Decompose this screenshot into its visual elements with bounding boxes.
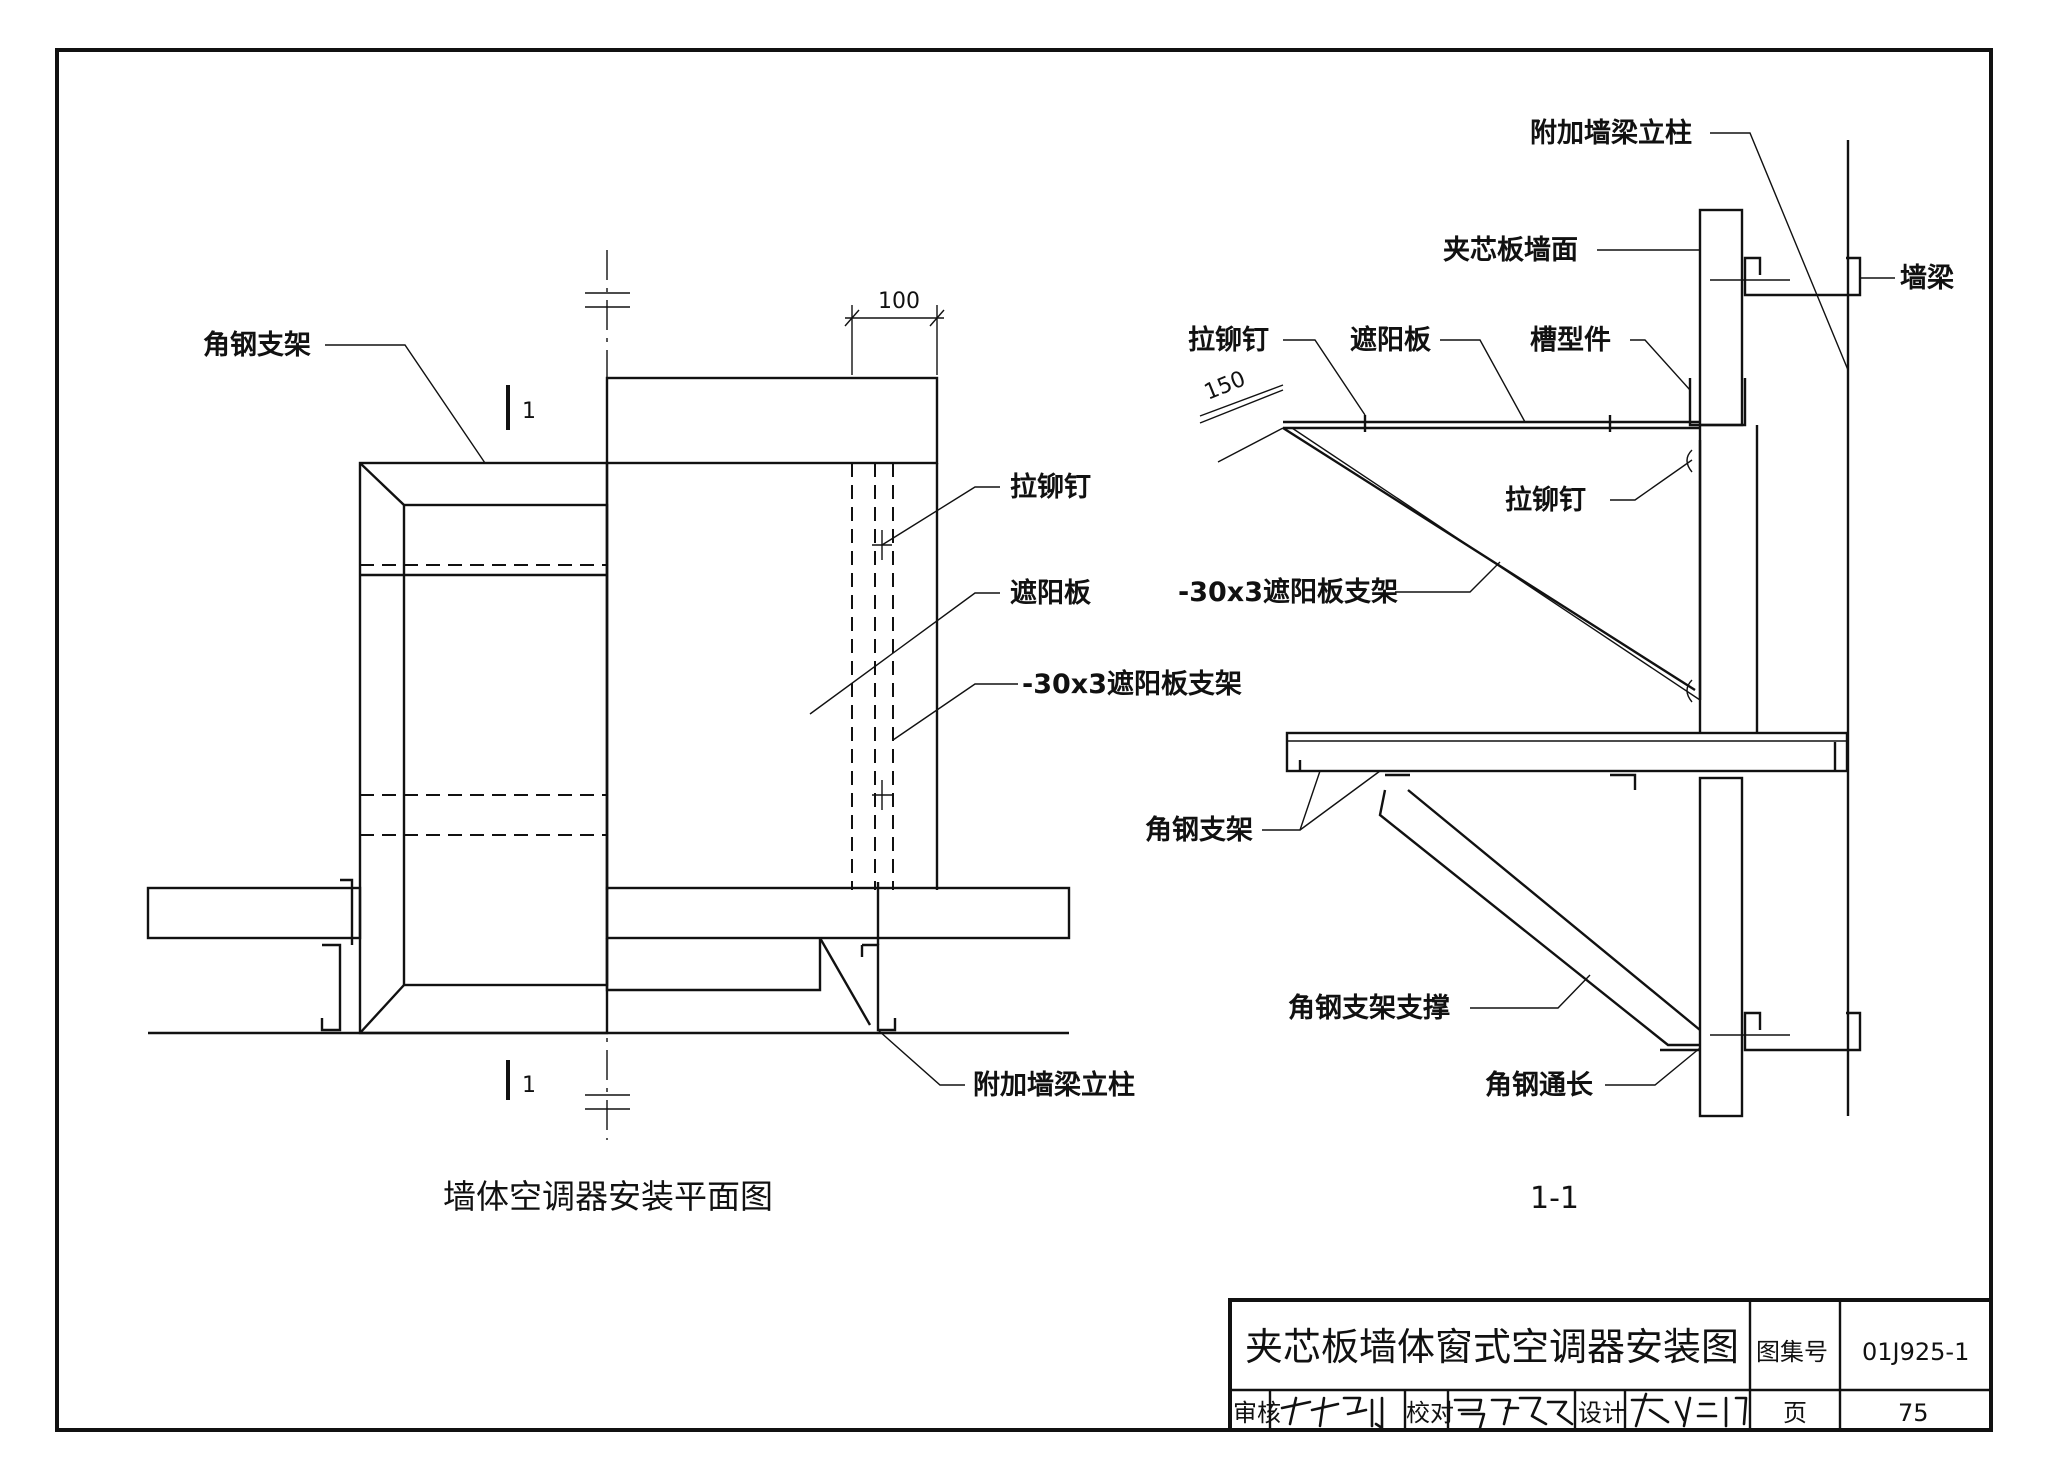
angle-bracket-frame	[358, 461, 609, 1035]
leader-extra-post-section	[1710, 132, 1849, 371]
sheet-border	[55, 48, 1993, 1432]
section-mark-top: 1	[506, 385, 536, 430]
leader-rivet-mid	[1610, 459, 1693, 501]
angle-bracket-brace	[1378, 789, 1700, 1047]
leader-angle-full	[1605, 1047, 1701, 1086]
checker-signature	[1453, 1396, 1574, 1430]
angle-bracket-platform	[1285, 731, 1849, 773]
leader-sunshade-section	[1440, 339, 1526, 423]
label-angle-full: 角钢通长	[1485, 1069, 1594, 1101]
label-rivet: 拉铆钉	[1010, 471, 1091, 503]
leader-sunshade-bracket	[892, 683, 1018, 741]
plan-view-title: 墙体空调器安装平面图	[443, 1177, 773, 1216]
label-sandwich-wall: 夹芯板墙面	[1443, 235, 1578, 266]
label-rivet-mid: 拉铆钉	[1505, 484, 1586, 516]
label-wall-beam: 墙梁	[1900, 263, 1954, 294]
label-sunshade-section: 遮阳板	[1350, 324, 1431, 356]
svg-text:100: 100	[878, 289, 920, 314]
leader-angle-bracket	[325, 344, 486, 464]
leader-sunshade	[809, 592, 1000, 715]
label-rivet-top: 拉铆钉	[1188, 324, 1269, 356]
leader-rivet-top	[1283, 339, 1366, 416]
review-label: 审核	[1233, 1399, 1281, 1427]
reviewer-signature	[1280, 1396, 1384, 1430]
section-view: 150 附加墙梁立柱 夹芯板墙面 墙梁 拉铆钉 遮阳板 槽型件 拉铆钉 -30	[1145, 117, 1954, 1216]
dim-100: 100	[844, 289, 945, 375]
svg-text:1: 1	[522, 399, 536, 424]
wall-post-left	[320, 878, 354, 1032]
svg-text:1: 1	[522, 1073, 536, 1098]
label-sunshade-bracket-section: -30x3遮阳板支架	[1178, 576, 1398, 608]
dim-150: 150	[1199, 367, 1284, 463]
sandwich-wall-right	[605, 886, 1071, 940]
sandwich-wall-lower	[1698, 776, 1744, 1118]
atlas-number: 01J925-1	[1862, 1338, 1969, 1366]
sandwich-wall-left	[146, 886, 362, 940]
section-mark-bottom: 1	[506, 1060, 536, 1100]
label-channel: 槽型件	[1530, 325, 1611, 356]
label-extra-post: 附加墙梁立柱	[973, 1069, 1135, 1101]
label-sunshade: 遮阳板	[1010, 577, 1091, 609]
section-view-title: 1-1	[1530, 1181, 1579, 1216]
label-sunshade-bracket: -30x3遮阳板支架	[1022, 668, 1242, 700]
leader-brace	[1470, 974, 1591, 1009]
label-extra-post-section: 附加墙梁立柱	[1530, 117, 1692, 149]
atlas-label: 图集号	[1756, 1338, 1828, 1366]
label-brace: 角钢支架支撑	[1288, 992, 1450, 1024]
plan-view: 1 1	[146, 250, 1242, 1216]
channel-piece	[1688, 378, 1747, 427]
wall-beam-top	[1743, 256, 1862, 297]
wall-beam-bottom	[1743, 1011, 1862, 1052]
drawing-title: 夹芯板墙体窗式空调器安装图	[1245, 1325, 1739, 1369]
sunshade-plan	[605, 376, 939, 890]
leader-channel	[1630, 339, 1691, 391]
page-number: 75	[1898, 1399, 1929, 1427]
label-angle-bracket: 角钢支架	[203, 329, 311, 361]
extra-wall-post	[860, 882, 897, 1032]
leader-sunshade-bracket-section	[1395, 561, 1501, 593]
title-block: 夹芯板墙体窗式空调器安装图 图集号 01J925-1 审核 校对 设计 页 75	[1228, 1298, 1993, 1432]
sandwich-wall-upper	[1698, 208, 1744, 427]
check-label: 校对	[1406, 1399, 1454, 1427]
label-angle-bracket-section: 角钢支架	[1145, 814, 1253, 846]
design-label: 设计	[1578, 1399, 1626, 1427]
designer-signature	[1630, 1392, 1748, 1428]
leader-extra-post	[877, 1029, 965, 1086]
page-label: 页	[1783, 1399, 1807, 1427]
leader-rivet	[881, 486, 1000, 546]
